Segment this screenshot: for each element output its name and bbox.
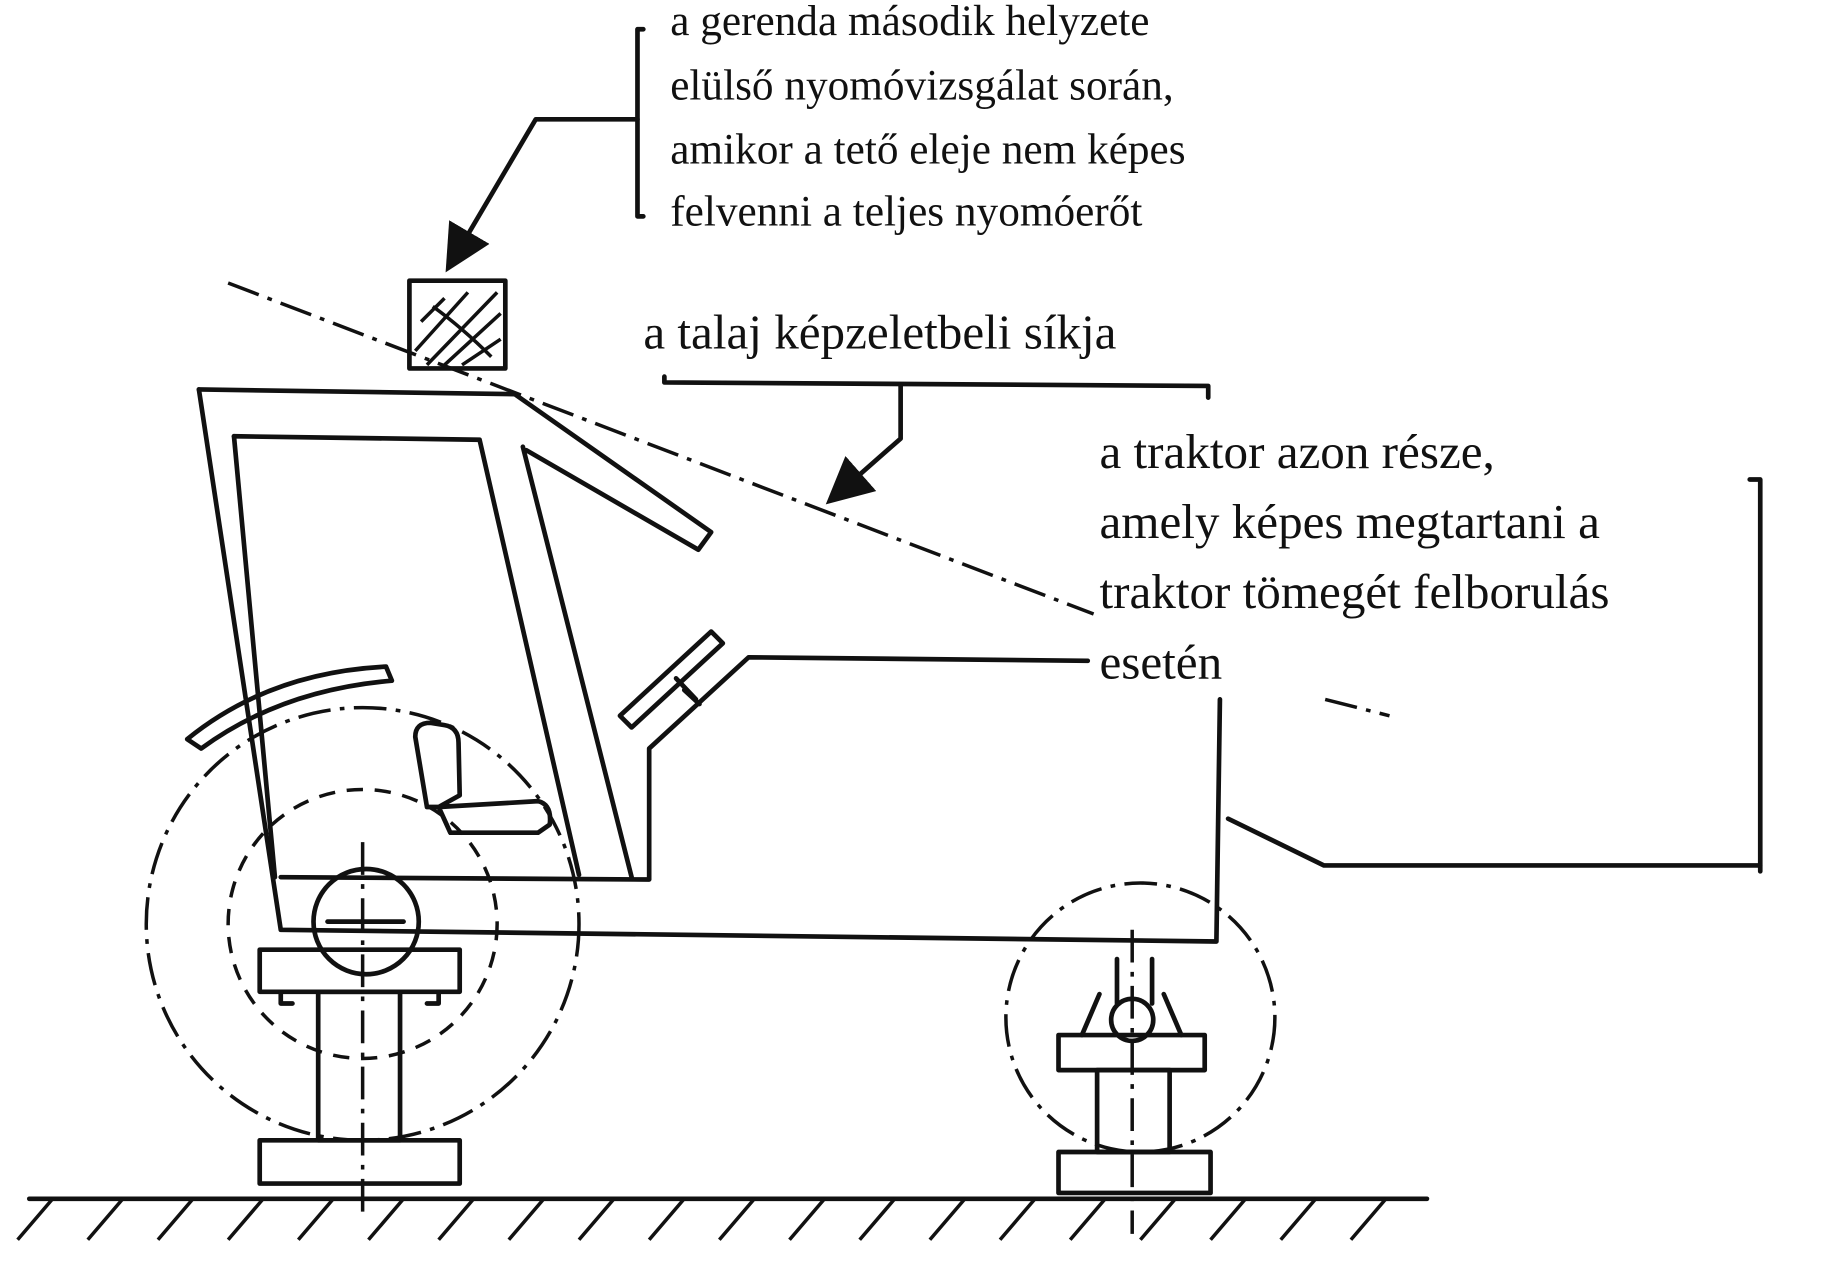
label-line: amely képes megtartani a [1099,494,1600,549]
label-line: amikor a tető eleje nem képes [670,126,1185,174]
tractor-part-leader [1225,816,1763,868]
label-line: elülső nyomóvizsgálat során, [670,61,1173,109]
tractor-part-bracket [1747,477,1763,874]
label-line: esetén [1099,634,1222,689]
fender [184,664,395,751]
ground-plane-leader-arrow [825,383,903,505]
tractor-cab [184,387,1223,944]
label-line: a traktor azon része, [1099,424,1494,479]
steering-wheel [617,629,726,730]
front-wheel [1004,881,1277,1154]
front-stand [1056,1032,1213,1196]
beam-position-label: a gerenda második helyzete elülső nyomóv… [670,0,1185,236]
ground-hatching [16,1196,1430,1241]
label-line: felvenni a teljes nyomóerőt [670,188,1142,236]
label-line: a gerenda második helyzete [670,0,1149,45]
beam-leader-arrow [445,116,640,273]
imaginary-ground-plane-line [227,281,1095,616]
ground-plane-bracket [662,374,1211,400]
beam-block [407,278,508,371]
beam-label-bracket [635,26,646,219]
rear-stand [257,947,463,1186]
tractor-part-label: a traktor azon része, amely képes megtar… [1099,424,1609,690]
label-line: traktor tömegét felborulás [1099,564,1609,619]
seat [412,720,553,836]
ground-plane-label: a talaj képzeletbeli síkja [643,305,1116,360]
imaginary-ground-plane-line-end [1324,697,1390,718]
